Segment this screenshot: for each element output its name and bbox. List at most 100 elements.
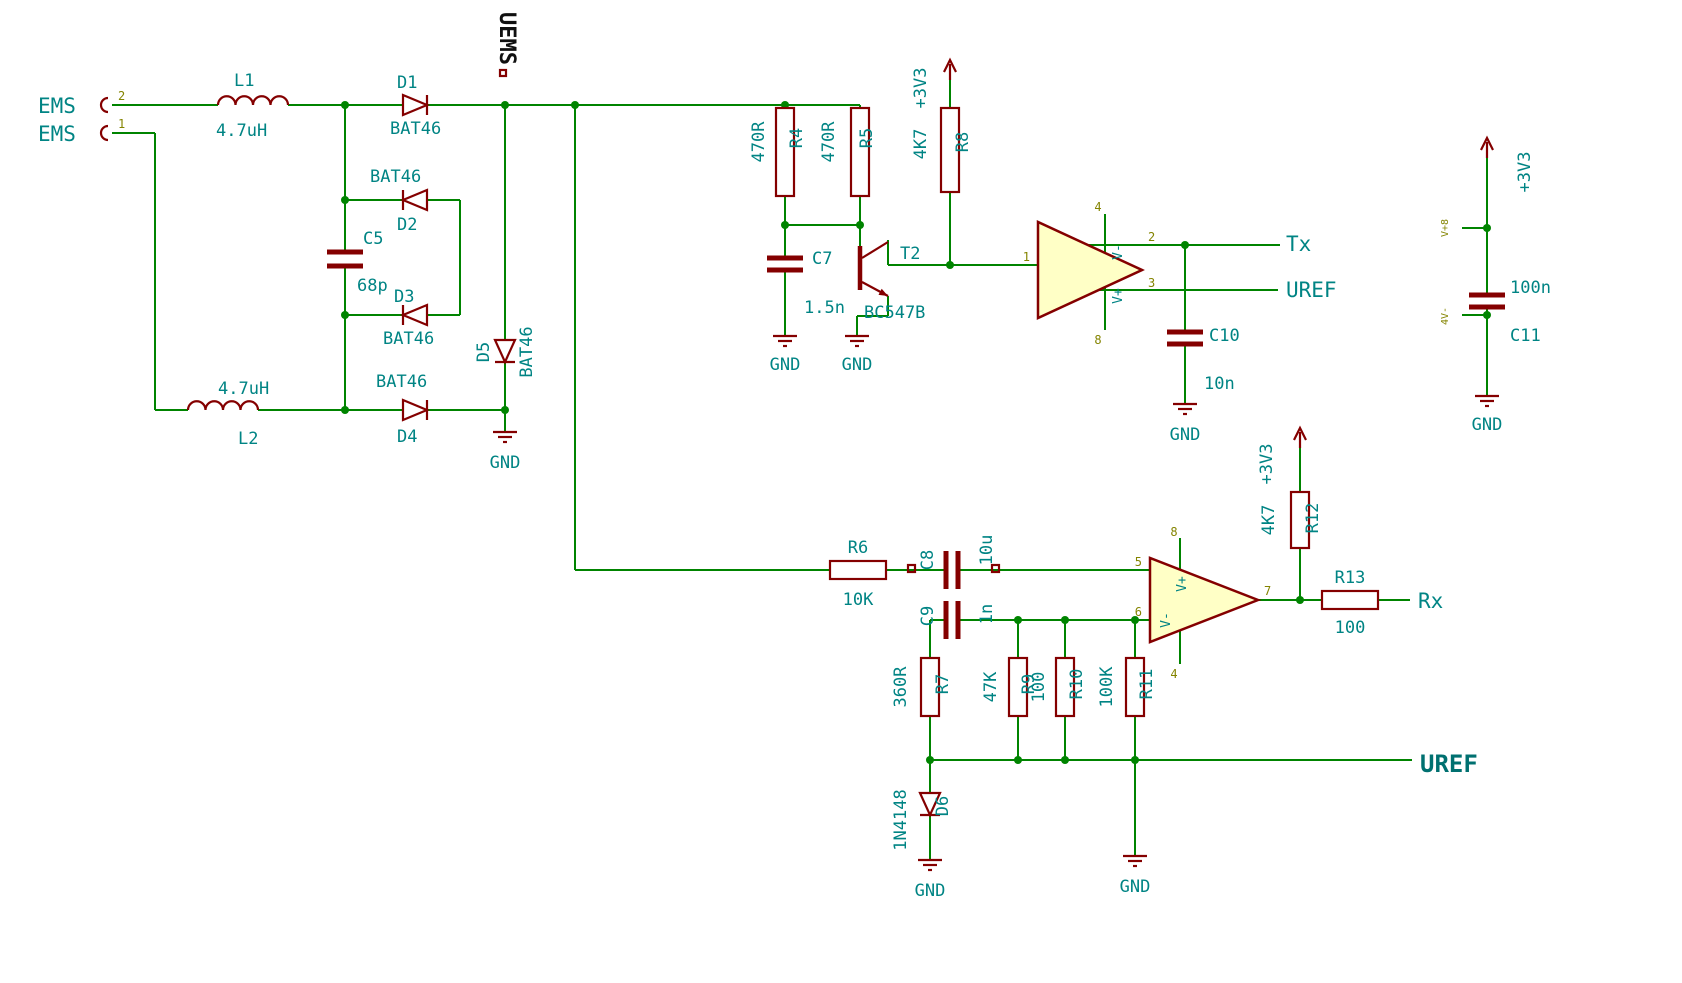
capacitor-C7[interactable]: C7 1.5n [767, 249, 845, 318]
diode-symbol [493, 338, 517, 365]
resistor-body [849, 106, 871, 198]
ref-label: D4 [397, 427, 417, 447]
resistor-R12[interactable]: 4K7 R12 [1259, 490, 1323, 550]
diode-D1[interactable]: D1 BAT46 [390, 73, 441, 139]
ref-label: T2 [900, 244, 920, 264]
gnd-symbols[interactable] [493, 334, 1499, 872]
value-label: 100 [1335, 618, 1366, 638]
vminus-label: V- [1111, 244, 1126, 260]
value-label: 360R [891, 666, 911, 708]
diode-D5[interactable]: D5 BAT46 [474, 326, 537, 377]
gnd-symbol[interactable] [1475, 394, 1499, 408]
value-label: 4.7uH [218, 379, 269, 399]
resistor-R4[interactable]: 470R R4 [749, 106, 807, 198]
capacitor-C8[interactable]: C8 10u [906, 535, 1001, 589]
collector-lead [861, 241, 889, 259]
resistor-R5[interactable]: 470R R5 [819, 106, 877, 198]
connector-pin-number: 2 [118, 89, 125, 103]
net-label-uref[interactable]: UREF [1286, 278, 1337, 302]
pin-number: 7 [1264, 584, 1271, 598]
ref-label: D5 [474, 342, 494, 362]
pin-number: 8 [1170, 525, 1177, 539]
diode-symbol [401, 398, 430, 422]
net-label-3v3: +3V3 [911, 68, 931, 109]
ref-label: C10 [1209, 326, 1240, 346]
value-label: 10n [1204, 374, 1235, 394]
value-label: 100K [1097, 666, 1117, 708]
value-label: BC547B [864, 303, 925, 323]
gnd-symbol[interactable] [493, 430, 517, 444]
net-label-rx[interactable]: Rx [1418, 589, 1443, 613]
inductor-L1[interactable]: L1 4.7uH [216, 71, 290, 141]
resistor-R8[interactable]: 4K7 R8 [911, 106, 973, 194]
net-label-uref-bold[interactable]: UREF [1420, 750, 1478, 778]
ref-label: R13 [1335, 568, 1366, 588]
resistor-body [1124, 656, 1146, 718]
resistor-R7[interactable]: 360R R7 [891, 656, 953, 718]
gnd-label: GND [770, 355, 801, 375]
gnd-symbol[interactable] [845, 334, 869, 348]
diode-D3[interactable]: D3 BAT46 [383, 287, 434, 349]
ref-label: R5 [857, 128, 877, 148]
value-label: 68p [357, 276, 388, 296]
resistor-R11[interactable]: 100K R11 [1097, 656, 1157, 718]
transistor-T2[interactable]: T2 BC547B [857, 241, 925, 323]
resistor-R10[interactable]: 100 R10 [1029, 656, 1087, 718]
capacitor-C9[interactable]: C9 1n [918, 601, 997, 639]
power-flag-3v3-right[interactable] [1480, 135, 1494, 158]
opamp-2[interactable]: 5 6 7 8 4 V+ V- [1135, 525, 1271, 681]
gnd-symbol[interactable] [773, 334, 797, 348]
ref-label: D6 [933, 796, 953, 816]
resistor-body [1007, 656, 1029, 718]
diode-D4[interactable]: BAT46 D4 [376, 372, 430, 447]
ref-label: R7 [933, 674, 953, 694]
net-label-ems: EMS [38, 122, 76, 146]
gnd-symbol[interactable] [918, 858, 942, 872]
diode-symbol [401, 93, 430, 117]
capacitor-C11[interactable]: 100n C11 [1469, 278, 1551, 346]
power-flag-3v3-r8[interactable] [943, 57, 957, 80]
capacitor-C5[interactable]: C5 68p [327, 229, 388, 296]
resistor-R9[interactable]: 47K R9 [981, 656, 1039, 718]
pin-number: 5 [1135, 555, 1142, 569]
ref-label: R4 [787, 128, 807, 148]
connector-pin-number: 1 [118, 117, 125, 131]
value-label: BAT46 [376, 372, 427, 392]
ref-label: R10 [1067, 669, 1087, 700]
value-label: 470R [749, 121, 769, 163]
resistor-R13[interactable]: R13 100 [1320, 568, 1380, 638]
value-label: 10u [977, 535, 997, 566]
value-label: BAT46 [370, 167, 421, 187]
gnd-label: GND [1120, 877, 1151, 897]
opamp-symbol [1148, 556, 1262, 644]
gnd-symbol[interactable] [1173, 402, 1197, 416]
value-label: 100n [1510, 278, 1551, 298]
value-label: 470R [819, 121, 839, 163]
net-label-uems[interactable]: UEMS [494, 12, 519, 78]
power-flag-3v3-r12[interactable] [1293, 425, 1307, 448]
resistor-body [919, 656, 941, 718]
resistor-R6[interactable]: R6 10K [828, 538, 888, 610]
emitter-arrow [878, 288, 888, 296]
ref-label: L1 [234, 71, 254, 91]
ref-label: C8 [918, 550, 938, 570]
diode-D2[interactable]: BAT46 D2 [370, 167, 429, 235]
uems-text: UEMS [494, 12, 519, 65]
connector-ems[interactable]: EMS EMS 2 1 [38, 89, 125, 146]
ref-label: C11 [1510, 326, 1541, 346]
resistor-body [774, 106, 796, 198]
ref-label: D3 [394, 287, 414, 307]
wire-network[interactable] [112, 64, 1488, 860]
diode-D6[interactable]: 1N4148 D6 [891, 789, 953, 850]
capacitor-C10[interactable]: C10 10n [1167, 326, 1240, 394]
power-arrow-head [943, 57, 957, 73]
vminus-label: V- [1159, 612, 1174, 628]
opamp-1[interactable]: 1 2 3 4 8 V- V+ [1023, 200, 1155, 347]
net-label-tx[interactable]: Tx [1286, 232, 1311, 256]
gnd-symbol[interactable] [1123, 854, 1147, 868]
vplus-label: V+ [1111, 288, 1126, 304]
resistor-body [939, 106, 961, 194]
inductor-L2[interactable]: 4.7uH L2 [186, 379, 269, 449]
diode-symbol [400, 188, 429, 212]
